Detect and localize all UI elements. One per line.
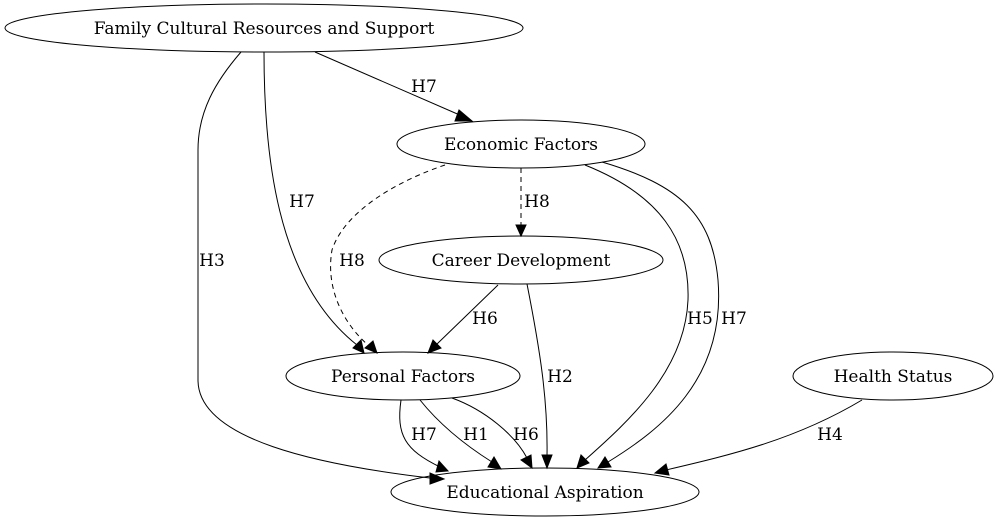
edge-label: H4: [817, 425, 843, 445]
node-label: Career Development: [432, 251, 611, 271]
edge-label: H6: [513, 425, 539, 445]
node-label: Family Cultural Resources and Support: [94, 19, 435, 39]
node-career-development: Career Development: [378, 235, 664, 285]
edge-label: H1: [463, 425, 489, 445]
edge-label: H7: [721, 309, 747, 329]
edge-personal-to-aspiration-h6: H6: [451, 397, 539, 470]
edge-career-to-aspiration: H2: [526, 283, 573, 470]
edge-economic-to-personal: H8: [330, 164, 446, 354]
edge-label: H3: [199, 251, 225, 271]
edge-family-to-economic: H7: [314, 51, 474, 122]
edge-label: H7: [411, 77, 437, 97]
edge-label: H6: [472, 309, 498, 329]
node-educational-aspiration: Educational Aspiration: [390, 467, 700, 517]
edge-family-to-aspiration: H3: [197, 51, 446, 485]
edge-label: H2: [547, 367, 573, 387]
edge-label: H8: [524, 192, 550, 212]
edge-label: H5: [687, 309, 713, 329]
node-health-status: Health Status: [792, 351, 994, 401]
node-family-cultural-resources: Family Cultural Resources and Support: [4, 3, 524, 53]
edge-health-to-aspiration: H4: [653, 399, 863, 476]
edge-economic-to-aspiration-h5: H5: [576, 164, 713, 469]
node-label: Educational Aspiration: [446, 483, 643, 503]
edge-label: H8: [339, 251, 365, 271]
node-label: Economic Factors: [444, 135, 598, 155]
edge-personal-to-aspiration-h7: H7: [399, 399, 450, 473]
edge-label: H7: [411, 425, 437, 445]
node-label: Personal Factors: [331, 367, 475, 387]
edge-personal-to-aspiration-h1: H1: [419, 399, 502, 470]
edge-economic-to-aspiration-h7: H7: [597, 161, 747, 469]
node-label: Health Status: [834, 367, 953, 387]
edge-label: H7: [289, 192, 315, 212]
node-economic-factors: Economic Factors: [396, 119, 646, 169]
node-personal-factors: Personal Factors: [285, 351, 521, 401]
edge-family-to-personal: H7: [263, 51, 365, 354]
edge-economic-to-career: H8: [515, 168, 550, 238]
edge-career-to-personal: H6: [427, 284, 499, 354]
